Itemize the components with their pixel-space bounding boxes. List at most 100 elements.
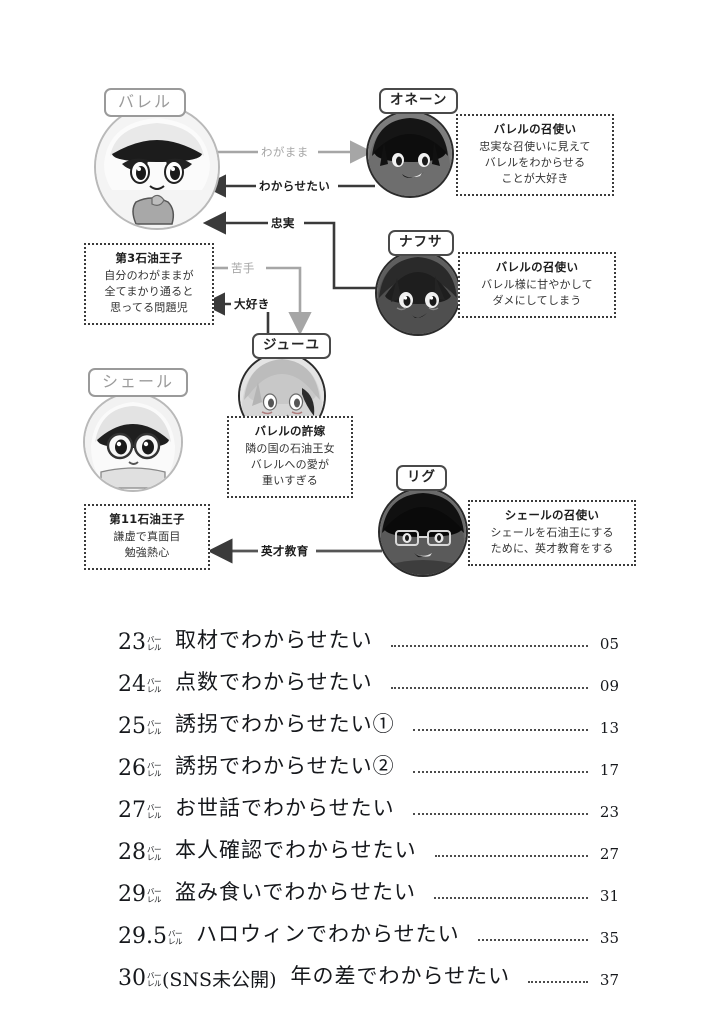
toc-leader-dots (412, 728, 588, 731)
desc-line: 忠実な召使いに見えて (479, 140, 591, 154)
toc-leader-dots (412, 770, 588, 773)
toc-entry-page: 27 (599, 845, 619, 863)
toc-entry-title: 取材でわからせたい (175, 628, 373, 652)
character-name-juyu: ジューユ (252, 333, 332, 359)
character-name-rig: リグ (396, 465, 447, 491)
character-desc-juyu: バレルの許嫁 隣の国の石油王女 バレルへの愛が 重いすぎる (227, 416, 353, 499)
toc-ruby-top: バー (147, 803, 162, 812)
character-desc-rig: シェールの召使い シェールを石油王にする ために、英才教育をする (468, 500, 636, 567)
toc-number-ruby: バーレル (147, 636, 162, 652)
relation-label-eisai: 英才教育 (258, 543, 312, 559)
character-name-onen: オネーン (379, 88, 459, 114)
character-desc-barrel: 第3石油王子 自分のわがままが 全てまかり通ると 思ってる問題児 (84, 243, 214, 326)
relation-label-nigate: 苦手 (228, 260, 258, 276)
desc-title: バレルの許嫁 (254, 424, 326, 438)
toc-ruby-top: バー (147, 887, 162, 896)
toc-leader-dots (477, 938, 588, 941)
character-desc-onen: バレルの召使い 忠実な召使いに見えて バレルをわからせる ことが大好き (456, 114, 614, 197)
toc-number-value: 23 (118, 630, 146, 655)
toc-leader-dots (390, 686, 588, 689)
toc-ruby-bottom: レル (147, 979, 162, 988)
desc-line: 思ってる問題児 (110, 301, 188, 315)
toc-leader-dots (528, 980, 588, 983)
toc-number-ruby: バーレル (147, 803, 162, 820)
toc-entry-title: 誘拐でわからせたい① (175, 712, 395, 736)
toc-entry-note: (SNS未公開) (162, 969, 277, 991)
toc-number-ruby: バーレル (147, 761, 162, 778)
toc-number-ruby: バーレル (167, 929, 183, 946)
toc-entry-title: 誘拐でわからせたい② (175, 754, 395, 778)
character-name-nafusa: ナフサ (388, 230, 454, 256)
desc-line: 重いすぎる (262, 474, 318, 488)
toc-number-value: 27 (118, 798, 146, 823)
toc-number-value: 25 (118, 714, 146, 739)
toc-entry-page: 17 (599, 761, 619, 779)
desc-line: 謙虚で真面目 (113, 530, 181, 544)
desc-title: シェールの召使い (504, 508, 600, 522)
toc-entry-page: 35 (599, 929, 619, 947)
toc-ruby-bottom: レル (147, 769, 162, 778)
toc-ruby-bottom: レル (147, 811, 162, 820)
desc-title: 第11石油王子 (109, 512, 185, 526)
desc-line: 全てまかり通ると (104, 285, 194, 299)
character-relationship-chart: バレル 第3石油王子 自分のわがままが (83, 88, 636, 577)
toc-entry-title: ハロウィンでわからせたい (195, 922, 460, 946)
toc-ruby-top: バー (147, 677, 162, 686)
desc-title: バレルの召使い (493, 122, 577, 136)
toc-ruby-bottom: レル (167, 937, 183, 946)
toc-ruby-bottom: レル (147, 685, 162, 694)
character-desc-nafusa: バレルの召使い バレル様に甘やかして ダメにしてしまう (458, 252, 616, 319)
desc-line: バレルをわからせる (484, 156, 586, 170)
toc-number-ruby: バーレル (147, 972, 162, 988)
desc-line: バレルへの愛が (250, 458, 330, 472)
toc-entry-page: 13 (599, 719, 619, 737)
relation-label-wagamama: わがまま (258, 144, 312, 160)
character-portrait-rig (378, 487, 468, 577)
toc-leader-dots (433, 896, 588, 899)
toc-ruby-bottom: レル (147, 853, 162, 862)
desc-line: ことが大好き (501, 172, 569, 186)
toc-ruby-top: バー (167, 929, 183, 938)
toc-entry-title: 盗み食いでわからせたい (175, 880, 416, 904)
desc-title: 第3石油王子 (115, 251, 183, 265)
toc-ruby-bottom: レル (147, 643, 162, 652)
desc-line: 隣の国の石油王女 (245, 442, 335, 456)
toc-entry-page: 09 (599, 677, 619, 695)
toc-number-value: 29 (118, 882, 146, 907)
toc-number-ruby: バーレル (147, 677, 162, 694)
character-portrait-nafusa (375, 250, 461, 336)
relation-line-nigate (213, 266, 312, 336)
toc-entry-page: 23 (599, 803, 619, 821)
character-desc-shell: 第11石油王子 謙虚で真面目 勉強熱心 (84, 504, 210, 571)
desc-line: ために、英才教育をする (490, 542, 614, 556)
toc-ruby-top: バー (147, 719, 162, 728)
toc-ruby-top: バー (147, 761, 162, 770)
toc-ruby-top: バー (147, 845, 162, 854)
toc-number-value: 29.5 (118, 924, 167, 949)
toc-number-value: 24 (118, 672, 146, 697)
toc-leader-dots (434, 854, 588, 857)
relation-label-chujitsu: 忠実 (268, 215, 298, 231)
character-portrait-barrel (94, 104, 220, 230)
relation-label-wakarasetai: わからせたい (256, 178, 334, 194)
toc-entry-title: 点数でわからせたい (175, 670, 373, 694)
desc-line: 自分のわがままが (104, 269, 194, 283)
toc-ruby-bottom: レル (147, 727, 162, 736)
desc-title: バレルの召使い (495, 260, 579, 274)
